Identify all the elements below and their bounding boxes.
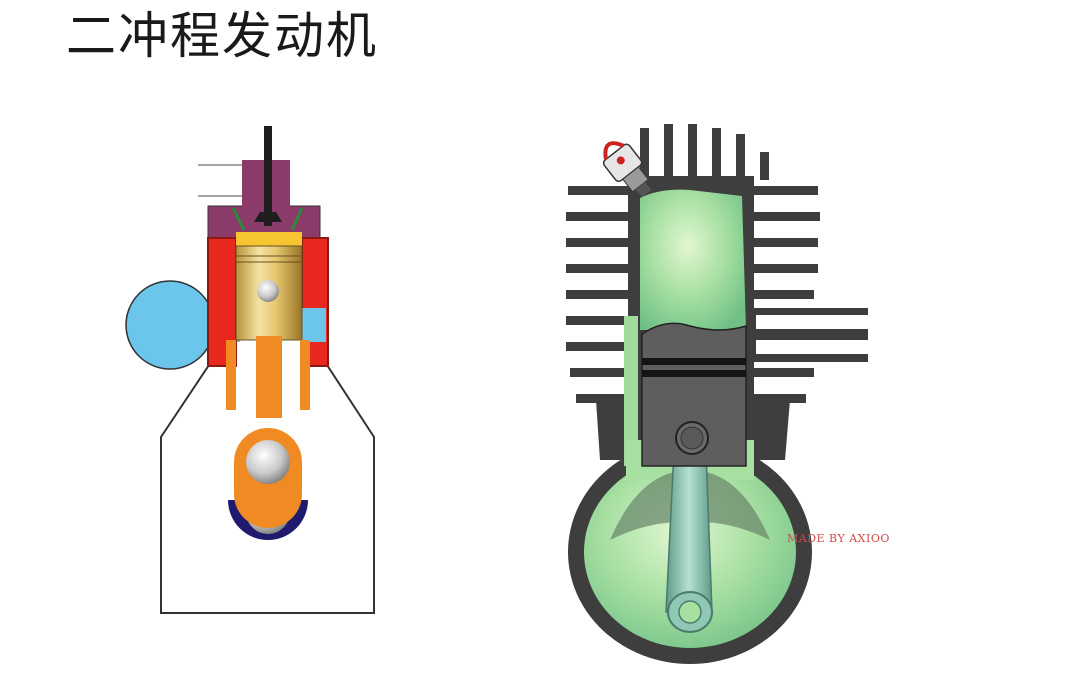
valve-spring xyxy=(231,207,246,231)
rod-guide-left xyxy=(226,340,236,410)
cooling-fins-right xyxy=(752,186,820,403)
exhaust-port xyxy=(752,308,868,362)
spark-plug xyxy=(602,141,652,198)
rod-guide-right xyxy=(300,340,310,410)
crank-counterweight xyxy=(228,500,308,540)
valve-spring xyxy=(290,207,304,231)
cooling-fins-top xyxy=(640,124,769,180)
transfer-port xyxy=(302,308,326,342)
rod-lower-eye-hole xyxy=(678,600,702,624)
right-connecting-rod xyxy=(665,449,713,613)
left-piston xyxy=(235,245,303,341)
page-title: 二冲程发动机 xyxy=(66,7,378,65)
transfer-channel xyxy=(624,316,638,466)
cooling-fins-left xyxy=(566,186,630,403)
valve-rod xyxy=(264,126,272,226)
combustion-chamber xyxy=(236,232,302,248)
credit-text: MADE BY AXIOO xyxy=(787,532,890,545)
left-connecting-rod xyxy=(256,336,282,418)
valve-head xyxy=(254,212,282,222)
right-engine-diagram xyxy=(566,124,868,664)
left-engine-diagram xyxy=(125,126,375,614)
right-piston xyxy=(641,322,747,467)
crank-pin xyxy=(246,440,290,484)
cylinder-gas xyxy=(640,189,746,330)
